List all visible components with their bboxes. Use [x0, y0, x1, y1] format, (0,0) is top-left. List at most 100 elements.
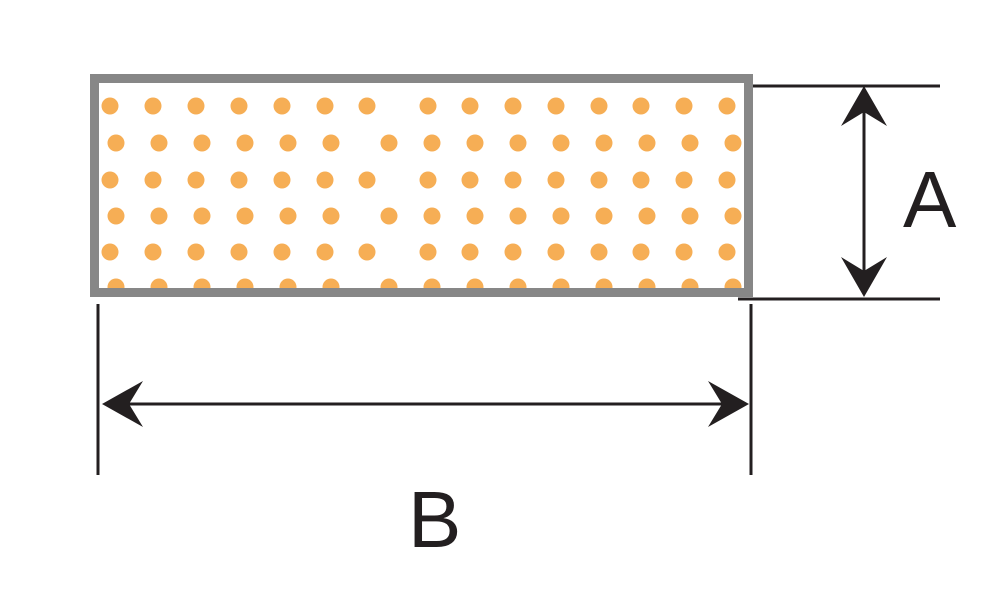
dot — [675, 171, 693, 189]
rectangle-frame — [90, 74, 753, 297]
dot — [187, 171, 205, 189]
dot — [461, 171, 479, 189]
dot — [419, 97, 437, 115]
arrowhead-up — [841, 86, 887, 126]
dot — [547, 171, 565, 189]
dot — [504, 97, 522, 115]
dot — [552, 207, 570, 225]
dot — [718, 97, 736, 115]
dot — [638, 278, 656, 288]
dot — [638, 207, 656, 225]
dot — [193, 278, 211, 288]
dot — [632, 97, 650, 115]
dot — [724, 207, 742, 225]
dot — [681, 278, 699, 288]
dot — [380, 207, 398, 225]
dot — [273, 171, 291, 189]
dot — [193, 134, 211, 152]
dot — [144, 243, 162, 261]
label-b: B — [408, 475, 461, 564]
dot — [509, 207, 527, 225]
dot — [236, 207, 254, 225]
dot — [316, 171, 334, 189]
dot — [150, 278, 168, 288]
dot — [547, 243, 565, 261]
dot — [273, 97, 291, 115]
dot — [187, 243, 205, 261]
arrowhead-left — [102, 381, 143, 427]
dot — [107, 207, 125, 225]
label-a: A — [903, 155, 957, 244]
dot — [423, 134, 441, 152]
dot — [509, 278, 527, 288]
dot — [322, 134, 340, 152]
dot — [236, 134, 254, 152]
dot — [466, 278, 484, 288]
dot — [193, 207, 211, 225]
dot — [230, 243, 248, 261]
dot — [273, 243, 291, 261]
dot — [230, 97, 248, 115]
arrowhead-right — [708, 381, 749, 427]
dot — [322, 278, 340, 288]
dot — [504, 171, 522, 189]
dot — [358, 243, 376, 261]
dot — [595, 134, 613, 152]
dot-pattern — [101, 97, 742, 288]
dot — [461, 97, 479, 115]
dot — [675, 243, 693, 261]
dot — [632, 243, 650, 261]
dot — [461, 243, 479, 261]
dimension-b — [96, 304, 753, 475]
dot — [316, 243, 334, 261]
dot — [144, 97, 162, 115]
dot — [279, 207, 297, 225]
dot — [552, 278, 570, 288]
dot — [236, 278, 254, 288]
dot — [466, 207, 484, 225]
dot — [144, 171, 162, 189]
dot — [419, 171, 437, 189]
dot — [504, 243, 522, 261]
dot — [509, 134, 527, 152]
arrowhead-down — [841, 257, 887, 297]
dot — [150, 207, 168, 225]
dot — [590, 171, 608, 189]
dot — [590, 243, 608, 261]
dot — [279, 134, 297, 152]
dot — [358, 171, 376, 189]
dot — [718, 171, 736, 189]
dot — [681, 134, 699, 152]
dot — [552, 134, 570, 152]
dot — [322, 207, 340, 225]
dot — [632, 171, 650, 189]
dot — [595, 207, 613, 225]
dot — [380, 134, 398, 152]
dot — [187, 97, 205, 115]
dot — [279, 278, 297, 288]
dimension-a — [738, 84, 940, 301]
dot — [316, 97, 334, 115]
dot — [595, 278, 613, 288]
dot — [423, 207, 441, 225]
dot — [358, 97, 376, 115]
dot — [419, 243, 437, 261]
dot — [107, 278, 125, 288]
dot — [423, 278, 441, 288]
dot — [107, 134, 125, 152]
dot — [466, 134, 484, 152]
dot — [380, 278, 398, 288]
dot — [675, 97, 693, 115]
dot — [718, 243, 736, 261]
dot — [101, 171, 119, 189]
dot — [547, 97, 565, 115]
dot — [681, 207, 699, 225]
dot — [590, 97, 608, 115]
dot — [724, 134, 742, 152]
dot — [101, 243, 119, 261]
dot — [724, 278, 742, 288]
dot — [230, 171, 248, 189]
dot — [150, 134, 168, 152]
dot — [638, 134, 656, 152]
